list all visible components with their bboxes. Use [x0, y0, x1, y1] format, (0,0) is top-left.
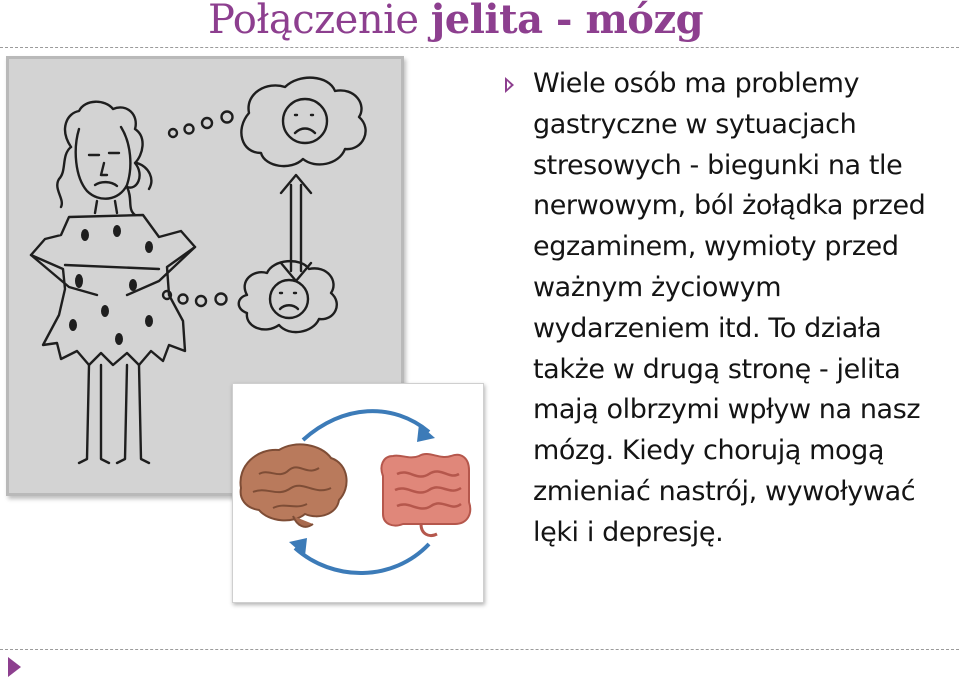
text-block: Wiele osób ma problemy gastryczne w sytu…: [505, 64, 951, 554]
title-regular: Połączenie: [208, 0, 419, 43]
hair: [63, 100, 144, 189]
dress: [29, 213, 197, 367]
nav-next-icon[interactable]: [8, 657, 21, 677]
bullet-arrow-icon: [505, 77, 514, 93]
brain: [239, 443, 348, 522]
title-bold: jelita - mózg: [430, 0, 704, 43]
gut-brain-drawing: [239, 409, 472, 575]
sketch-drawing: [29, 76, 367, 465]
thought-cloud-bottom: [237, 260, 338, 334]
bottom-divider: [0, 649, 959, 650]
body-paragraph: Wiele osób ma problemy gastryczne w sytu…: [533, 68, 926, 548]
sketch-image: [6, 56, 404, 496]
top-divider: [0, 47, 959, 48]
gut-brain-image: [232, 383, 484, 603]
face: [74, 125, 132, 200]
slide-title: Połączenie jelita - mózg: [208, 0, 704, 43]
thought-cloud-top: [240, 76, 367, 168]
